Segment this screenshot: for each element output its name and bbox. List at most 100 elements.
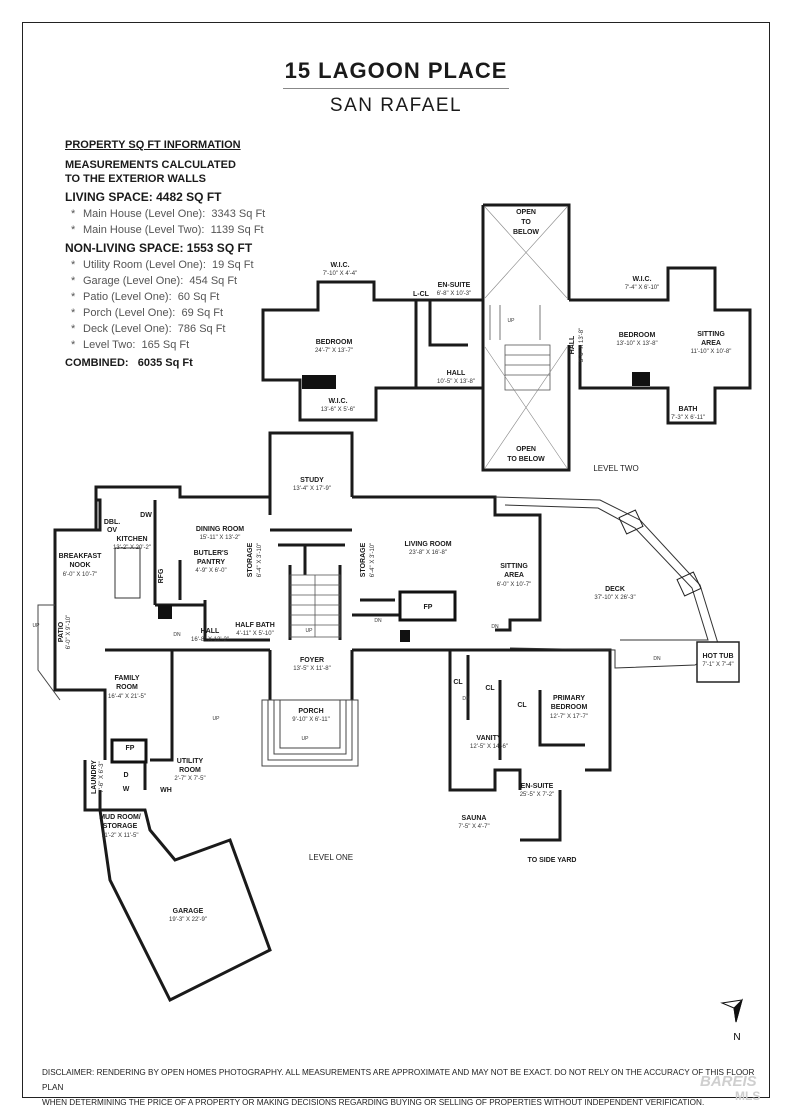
vanity-dim: 12'-5" X 14'-6" xyxy=(470,744,508,750)
wic-l2b-dim: 13'-6" X 5'-6" xyxy=(321,407,356,413)
closet-label-2: CL xyxy=(485,685,495,692)
ensuite-l2-label: EN-SUITE xyxy=(438,282,471,289)
dw-label: DW xyxy=(140,512,152,519)
north-label: N xyxy=(733,1032,740,1043)
storage-a-dim: 6'-4" X 3'-10" xyxy=(257,543,263,578)
dbl-ov-label-2: OV xyxy=(107,527,117,534)
deck-inner-outline xyxy=(504,504,709,641)
up-marker: UP xyxy=(302,736,310,742)
rfg-label: RFG xyxy=(158,568,165,583)
sitting-l2-dim: 11'-10" X 10'-8" xyxy=(691,349,732,355)
living-space-label: LIVING SPACE: 4482 SQ FT xyxy=(65,190,222,204)
living-room-dim: 23'-8" X 16'-8" xyxy=(409,550,447,556)
sitting-l1-label: SITTING xyxy=(500,563,528,570)
living-room-walls xyxy=(352,598,400,617)
deck-planter-1 xyxy=(618,509,644,535)
family-room-label: FAMILY xyxy=(114,675,139,682)
closet-label-3: CL xyxy=(517,702,527,709)
breakfast-label-2: NOOK xyxy=(70,562,91,569)
foyer-dim: 13'-5" X 11'-8" xyxy=(293,666,330,672)
to-side-yard-label: TO SIDE YARD xyxy=(528,857,577,864)
dn-marker: DN xyxy=(173,632,181,638)
half-bath-label: HALF BATH xyxy=(235,622,275,629)
dbl-ov-label: DBL. xyxy=(104,519,120,526)
sauna-label: SAUNA xyxy=(462,815,487,822)
study-dim: 13'-4" X 17'-9" xyxy=(293,486,331,492)
nonliving-item: *Garage (Level One): 454 Sq Ft xyxy=(71,275,238,287)
hot-tub xyxy=(696,641,740,683)
kitchen-north-walls xyxy=(94,487,157,605)
main-stairs xyxy=(289,574,341,638)
mudroom-label-2: STORAGE xyxy=(103,823,138,830)
family-room-dim: 16'-4" X 21'-5" xyxy=(108,694,146,700)
primary-bedroom-label: PRIMARY xyxy=(553,695,585,702)
up-marker: UP xyxy=(33,623,41,629)
fireplace-family xyxy=(110,738,148,764)
page-title: 15 LAGOON PLACE xyxy=(284,58,508,83)
core-walls xyxy=(203,528,352,642)
dn-marker: DN xyxy=(462,696,470,702)
mudroom-label: MUD ROOM/ xyxy=(99,814,141,821)
mls-watermark: BAREIS xyxy=(700,1073,757,1090)
sitting-l1-dim: 6'-0" X 10'-7" xyxy=(497,582,532,588)
kitchen-island xyxy=(114,547,141,599)
water-heater-label: WH xyxy=(160,787,172,794)
hall-l1-dim: 16'-8" X 12'-2" xyxy=(191,637,229,643)
living-room-label: LIVING ROOM xyxy=(404,541,451,548)
family-room-label-2: ROOM xyxy=(116,684,138,691)
lcl-label: L-CL xyxy=(413,291,430,298)
hot-tub-label: HOT TUB xyxy=(702,653,733,660)
mudroom-dim: 11'-2" X 11'-5" xyxy=(101,833,138,839)
sitting-l2-label-2: AREA xyxy=(701,340,721,347)
utility-room-label: UTILITY xyxy=(177,758,204,765)
sitting-l1-label-2: AREA xyxy=(504,572,524,579)
nonliving-item: *Utility Room (Level One): 19 Sq Ft xyxy=(71,259,254,271)
half-bath-dim: 4'-11" X 5'-10" xyxy=(236,631,273,637)
bedroom-l2a-dim: 24'-7" X 13'-7" xyxy=(315,348,353,354)
up-marker: UP xyxy=(508,318,516,324)
garage-dim: 19'-3" X 22'-9" xyxy=(169,917,207,923)
up-marker: UP xyxy=(306,628,314,634)
nonliving-space-label: NON-LIVING SPACE: 1553 SQ FT xyxy=(65,241,253,255)
sauna-dim: 7'-5" X 4'-7" xyxy=(458,824,489,830)
storage-a-label: STORAGE xyxy=(247,542,254,577)
open-to-below-top-label-2: TO xyxy=(521,219,531,226)
hall-l2-label: HALL xyxy=(447,370,466,377)
primary-bedroom-label-2: BEDROOM xyxy=(551,704,588,711)
butlers-label: BUTLER'S xyxy=(194,550,229,557)
foyer-walls xyxy=(268,648,450,700)
laundry-dim: 7'-6" X 6'-3" xyxy=(99,761,105,792)
utility-room-dim: 2'-7" X 7'-5" xyxy=(174,776,205,782)
wic-l2c-dim: 7'-4" X 6'-10" xyxy=(625,285,660,291)
open-to-below-top-label-3: BELOW xyxy=(513,229,539,236)
ensuite-l1-dim: 25'-5" X 7'-2" xyxy=(520,792,555,798)
butlers-dim: 4'-9" X 6'-0" xyxy=(195,568,226,574)
breakfast-dim: 6'-0" X 10'-7" xyxy=(63,572,98,578)
utility-room-label-2: ROOM xyxy=(179,767,201,774)
nonliving-item: *Deck (Level One): 786 Sq Ft xyxy=(71,323,226,335)
open-to-below-top-label-1: OPEN xyxy=(516,209,536,216)
patio-label: PATIO xyxy=(58,621,65,642)
primary-suite-walls xyxy=(448,648,612,842)
vanity-label: VANITY xyxy=(476,735,501,742)
measurement-note-2: TO THE EXTERIOR WALLS xyxy=(65,173,206,185)
l2-stairs xyxy=(489,305,551,391)
fp-living-label: FP xyxy=(424,604,433,611)
nonliving-item: *Patio (Level One): 60 Sq Ft xyxy=(71,291,220,303)
right-wing-l2-walls xyxy=(569,266,752,425)
ensuite-l2-dim: 6'-8" X 10'-3" xyxy=(437,291,472,297)
bedroom-l2a-label: BEDROOM xyxy=(316,339,353,346)
kitchen-label: KITCHEN xyxy=(116,536,147,543)
study-label: STUDY xyxy=(300,477,324,484)
dining-dim: 15'-11" X 13'-2" xyxy=(200,535,241,541)
bath-l2-dim: 7'-3" X 6'-11" xyxy=(671,415,705,421)
deck-planter-2 xyxy=(676,571,702,597)
wic-l2b-label: W.I.C. xyxy=(328,398,347,405)
sqft-info-heading: PROPERTY SQ FT INFORMATION xyxy=(65,139,241,151)
column-block-3 xyxy=(632,372,650,386)
bath-l2-label: BATH xyxy=(679,406,698,413)
closet-label-1: CL xyxy=(453,679,463,686)
open-to-below-bottom-walls xyxy=(481,345,571,472)
washer-label: W xyxy=(123,786,130,793)
